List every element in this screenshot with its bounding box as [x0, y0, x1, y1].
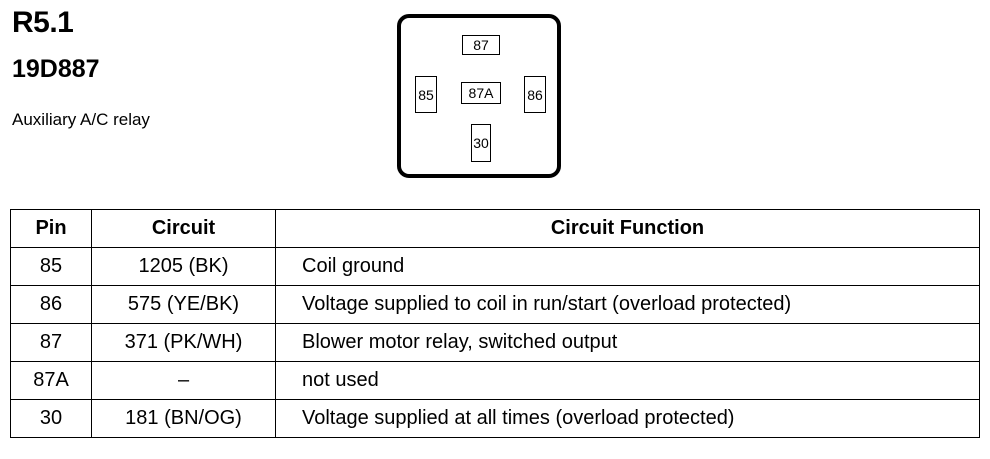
table-row: 87 371 (PK/WH) Blower motor relay, switc…	[10, 323, 980, 362]
component-code: R5.1	[12, 6, 74, 39]
pin-table: Pin Circuit Circuit Function 85 1205 (BK…	[10, 209, 980, 438]
relay-connector-diagram: 87 85 87A 86 30	[397, 14, 561, 178]
header-function: Circuit Function	[275, 209, 980, 248]
table-row: 87A – not used	[10, 361, 980, 400]
function-cell: Voltage supplied to coil in run/start (o…	[275, 285, 980, 324]
pin-cell: 87	[10, 323, 92, 362]
function-cell: not used	[275, 361, 980, 400]
function-cell: Coil ground	[275, 247, 980, 286]
circuit-cell: 1205 (BK)	[91, 247, 276, 286]
terminal-87: 87	[462, 35, 500, 55]
pin-table-header-row: Pin Circuit Circuit Function	[10, 209, 980, 248]
pin-cell: 87A	[10, 361, 92, 400]
header-circuit: Circuit	[91, 209, 276, 248]
pin-cell: 30	[10, 399, 92, 438]
pin-cell: 85	[10, 247, 92, 286]
header-pin: Pin	[10, 209, 92, 248]
circuit-cell: 575 (YE/BK)	[91, 285, 276, 324]
terminal-30: 30	[471, 124, 491, 162]
circuit-cell: 181 (BN/OG)	[91, 399, 276, 438]
function-cell: Blower motor relay, switched output	[275, 323, 980, 362]
terminal-86: 86	[524, 76, 546, 113]
pin-cell: 86	[10, 285, 92, 324]
circuit-cell: 371 (PK/WH)	[91, 323, 276, 362]
terminal-87a: 87A	[461, 82, 501, 104]
function-cell: Voltage supplied at all times (overload …	[275, 399, 980, 438]
part-number: 19D887	[12, 55, 100, 83]
component-description: Auxiliary A/C relay	[12, 110, 150, 129]
table-row: 30 181 (BN/OG) Voltage supplied at all t…	[10, 399, 980, 438]
terminal-85: 85	[415, 76, 437, 113]
circuit-cell: –	[91, 361, 276, 400]
table-row: 86 575 (YE/BK) Voltage supplied to coil …	[10, 285, 980, 324]
table-row: 85 1205 (BK) Coil ground	[10, 247, 980, 286]
